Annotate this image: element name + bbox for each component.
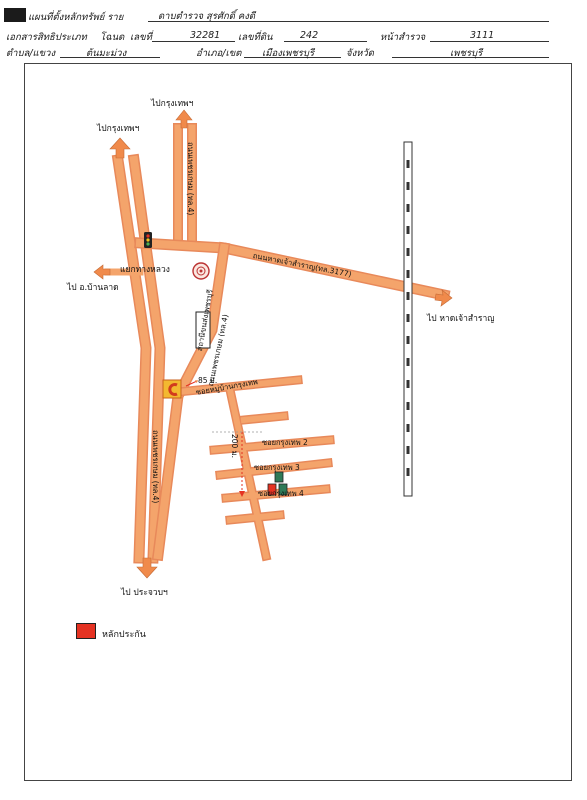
owner-name: ดาบตำรวจ สุรศักดิ์ คงดี xyxy=(158,11,256,22)
to-bangkok-1-label: ไปกรุงเทพฯ xyxy=(151,99,194,109)
intersection-label: แยกทางหลวง xyxy=(120,265,170,275)
survey-no: 3111 xyxy=(470,30,495,41)
soi-4-label: ซอยกรุงเทพ 4 xyxy=(258,489,304,498)
subdistrict: ต้นมะม่วง xyxy=(86,48,127,59)
soi-3-label: ซอยกรุงเทพ 3 xyxy=(254,463,300,472)
land-no: 242 xyxy=(300,30,319,41)
to-chao-samran-label: ไป หาดเจ้าสำราญ xyxy=(427,314,495,324)
arrow-bangkok-1 xyxy=(175,109,193,129)
subdistrict-label: ตำบล/แขวง xyxy=(6,48,56,59)
doc-label: เอกสารสิทธิประเภท xyxy=(6,32,87,43)
highway-top-label: ถนนเพชรเกษม (ทล.4) xyxy=(186,142,195,216)
traffic-light-icon xyxy=(144,232,152,248)
railway xyxy=(403,141,413,497)
to-bangkok-2-label: ไปกรุงเทพฯ xyxy=(97,124,140,134)
title-label: แผนที่ตั้งหลักทรัพย์ ราย xyxy=(28,12,124,23)
doc-type: โฉนด xyxy=(100,32,125,43)
arrow-bangkok-2 xyxy=(109,137,131,159)
doc-no: 32281 xyxy=(190,30,221,41)
doc-no-label: เลขที่ xyxy=(130,32,152,43)
building-icons xyxy=(274,471,288,496)
dist-85-label: 85 ม. xyxy=(198,376,218,385)
legend-collateral-swatch xyxy=(76,623,96,639)
province-label: จังหวัด xyxy=(346,48,374,59)
to-prachuap-label: ไป ประจวบฯ xyxy=(121,588,168,598)
to-ban-lat-label: ไป อ.บ้านลาด xyxy=(67,283,119,293)
title-tab xyxy=(4,8,26,22)
shop-icon xyxy=(162,379,182,399)
arrow-prachuap xyxy=(136,557,158,579)
survey-label: หน้าสำรวจ xyxy=(380,32,426,43)
arrow-chao-samran xyxy=(434,289,453,307)
collateral-marker xyxy=(267,483,277,496)
district-label: อำเภอ/เขต xyxy=(196,48,242,59)
district: เมืองเพชรบุรี xyxy=(262,48,315,59)
highway-left-label: ถนนเพชรเกษม (ทล.4) xyxy=(151,430,160,504)
roads xyxy=(104,123,451,564)
arrow-ban-lat xyxy=(93,264,111,280)
province: เพชรบุรี xyxy=(450,48,483,59)
legend-collateral-label: หลักประกัน xyxy=(102,630,146,640)
soi-2-label: ซอยกรุงเทพ 2 xyxy=(262,438,308,447)
landmark-seal-icon xyxy=(192,262,210,280)
land-no-label: เลขที่ดิน xyxy=(238,32,273,43)
distance-85-marker xyxy=(185,380,199,387)
dist-200-label: 200 ม. xyxy=(230,434,239,459)
distance-200-marker xyxy=(212,431,262,497)
bus-station-building xyxy=(195,311,211,349)
map-frame xyxy=(24,63,572,781)
